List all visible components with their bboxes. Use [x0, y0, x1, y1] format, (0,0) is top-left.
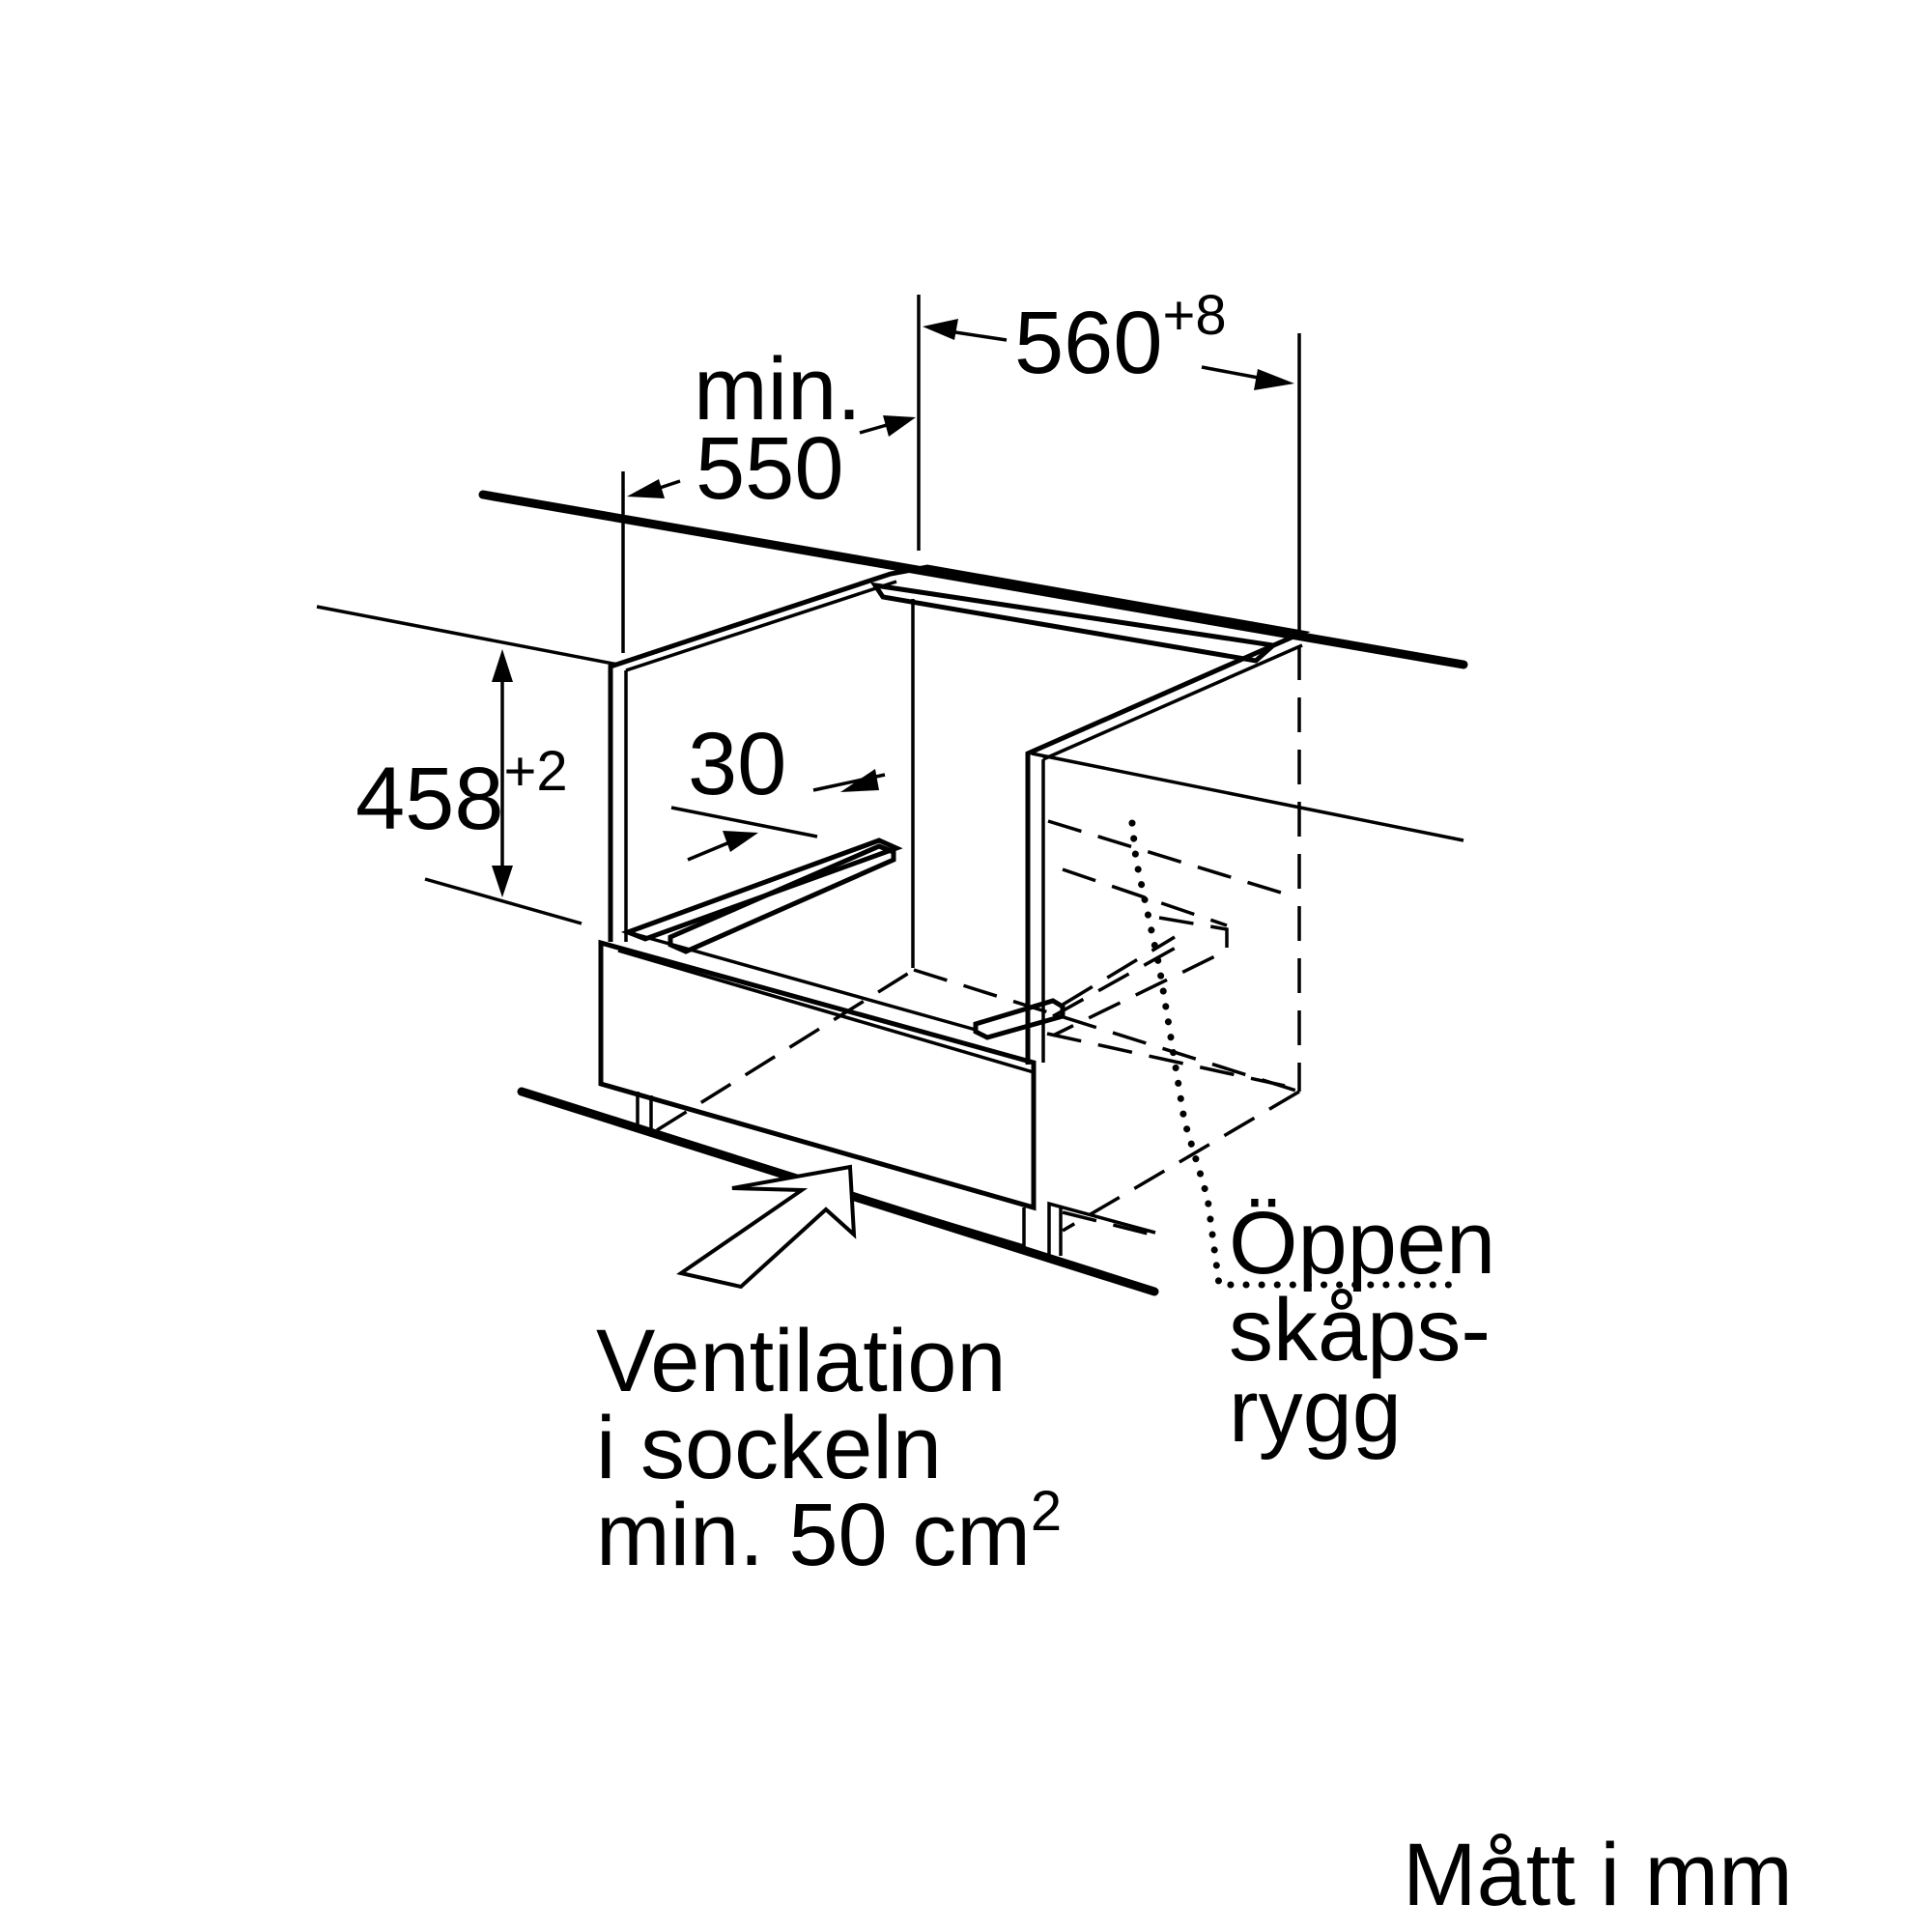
offset-arrow-bottom: [723, 831, 758, 852]
drawer-top-surface: [627, 930, 977, 1032]
dimension-lines: [492, 295, 1301, 897]
ventilation-area: min. 50 cm: [596, 1486, 1031, 1584]
cabinet-top-left-line: [316, 605, 619, 667]
hidden-base-right: [1062, 1090, 1300, 1233]
height-dimension: 458+2: [355, 740, 568, 848]
cabinet-right-line: [1031, 752, 1464, 842]
open-back-label-3: rygg: [1229, 1362, 1402, 1461]
hidden-rear-drawer: [1052, 916, 1229, 1037]
ventilation-label-2: i sockeln: [596, 1399, 942, 1497]
height-tolerance: +2: [504, 740, 568, 803]
width-dim-right: [1201, 365, 1264, 381]
drawer-right-rail: [973, 998, 1065, 1040]
niche-left-post: [608, 564, 1311, 1065]
height-arrow-top: [492, 649, 513, 682]
hidden-floor-left: [913, 968, 1300, 1094]
width-dimension: 560+8: [1014, 284, 1227, 392]
cabinet-outline: [316, 490, 1468, 1296]
width-arrow-left: [923, 319, 958, 340]
niche-top-inner: [625, 580, 897, 672]
top-rail: [869, 582, 1279, 664]
offset-dimension: 30: [688, 715, 786, 813]
ventilation-label-1: Ventilation: [596, 1312, 1007, 1410]
hidden-edges: [656, 645, 1301, 1238]
width-tolerance: +8: [1163, 284, 1227, 347]
height-value: 458: [355, 750, 504, 848]
depth-arrow-right: [883, 415, 916, 437]
ventilation-arrow: [676, 1164, 857, 1290]
depth-dim-right: [859, 423, 888, 435]
hidden-rear-floor: [1046, 1032, 1286, 1088]
ventilation-unit-sup: 2: [1031, 1480, 1062, 1543]
offset-dim-bottom: [687, 838, 735, 862]
open-back-label-1: Öppen: [1229, 1194, 1495, 1293]
niche-right-top-inner: [1042, 643, 1303, 761]
niche-frame: [608, 564, 1311, 1065]
hidden-rear-rail-2: [1062, 935, 1176, 1007]
width-arrow-right: [1254, 369, 1294, 390]
warming-drawer: [598, 838, 1156, 1256]
offset-ref-line: [670, 806, 818, 838]
offset-arrow-top: [840, 769, 879, 792]
depth-value: 550: [696, 419, 844, 518]
hidden-top-line: [1047, 819, 1282, 895]
width-value: 560: [1014, 294, 1163, 392]
units-note: Mått i mm: [1403, 1826, 1793, 1924]
hidden-front-floor: [1062, 1210, 1160, 1238]
depth-prefix: min.: [694, 340, 862, 439]
drawer-front-top-inner: [617, 949, 1035, 1074]
open-back-label-2: skåps-: [1229, 1281, 1491, 1379]
hidden-rear-rail-1: [1052, 941, 1185, 1018]
height-arrow-bottom: [492, 866, 513, 897]
depth-arrow-left: [627, 479, 665, 498]
cabinet-bottom-left-line: [424, 877, 582, 925]
countertop-edge: [478, 490, 1468, 669]
plinth-right-step: [1047, 1201, 1156, 1256]
ventilation-label-3: min. 50 cm2: [596, 1480, 1062, 1584]
drawer-front: [598, 939, 1037, 1211]
